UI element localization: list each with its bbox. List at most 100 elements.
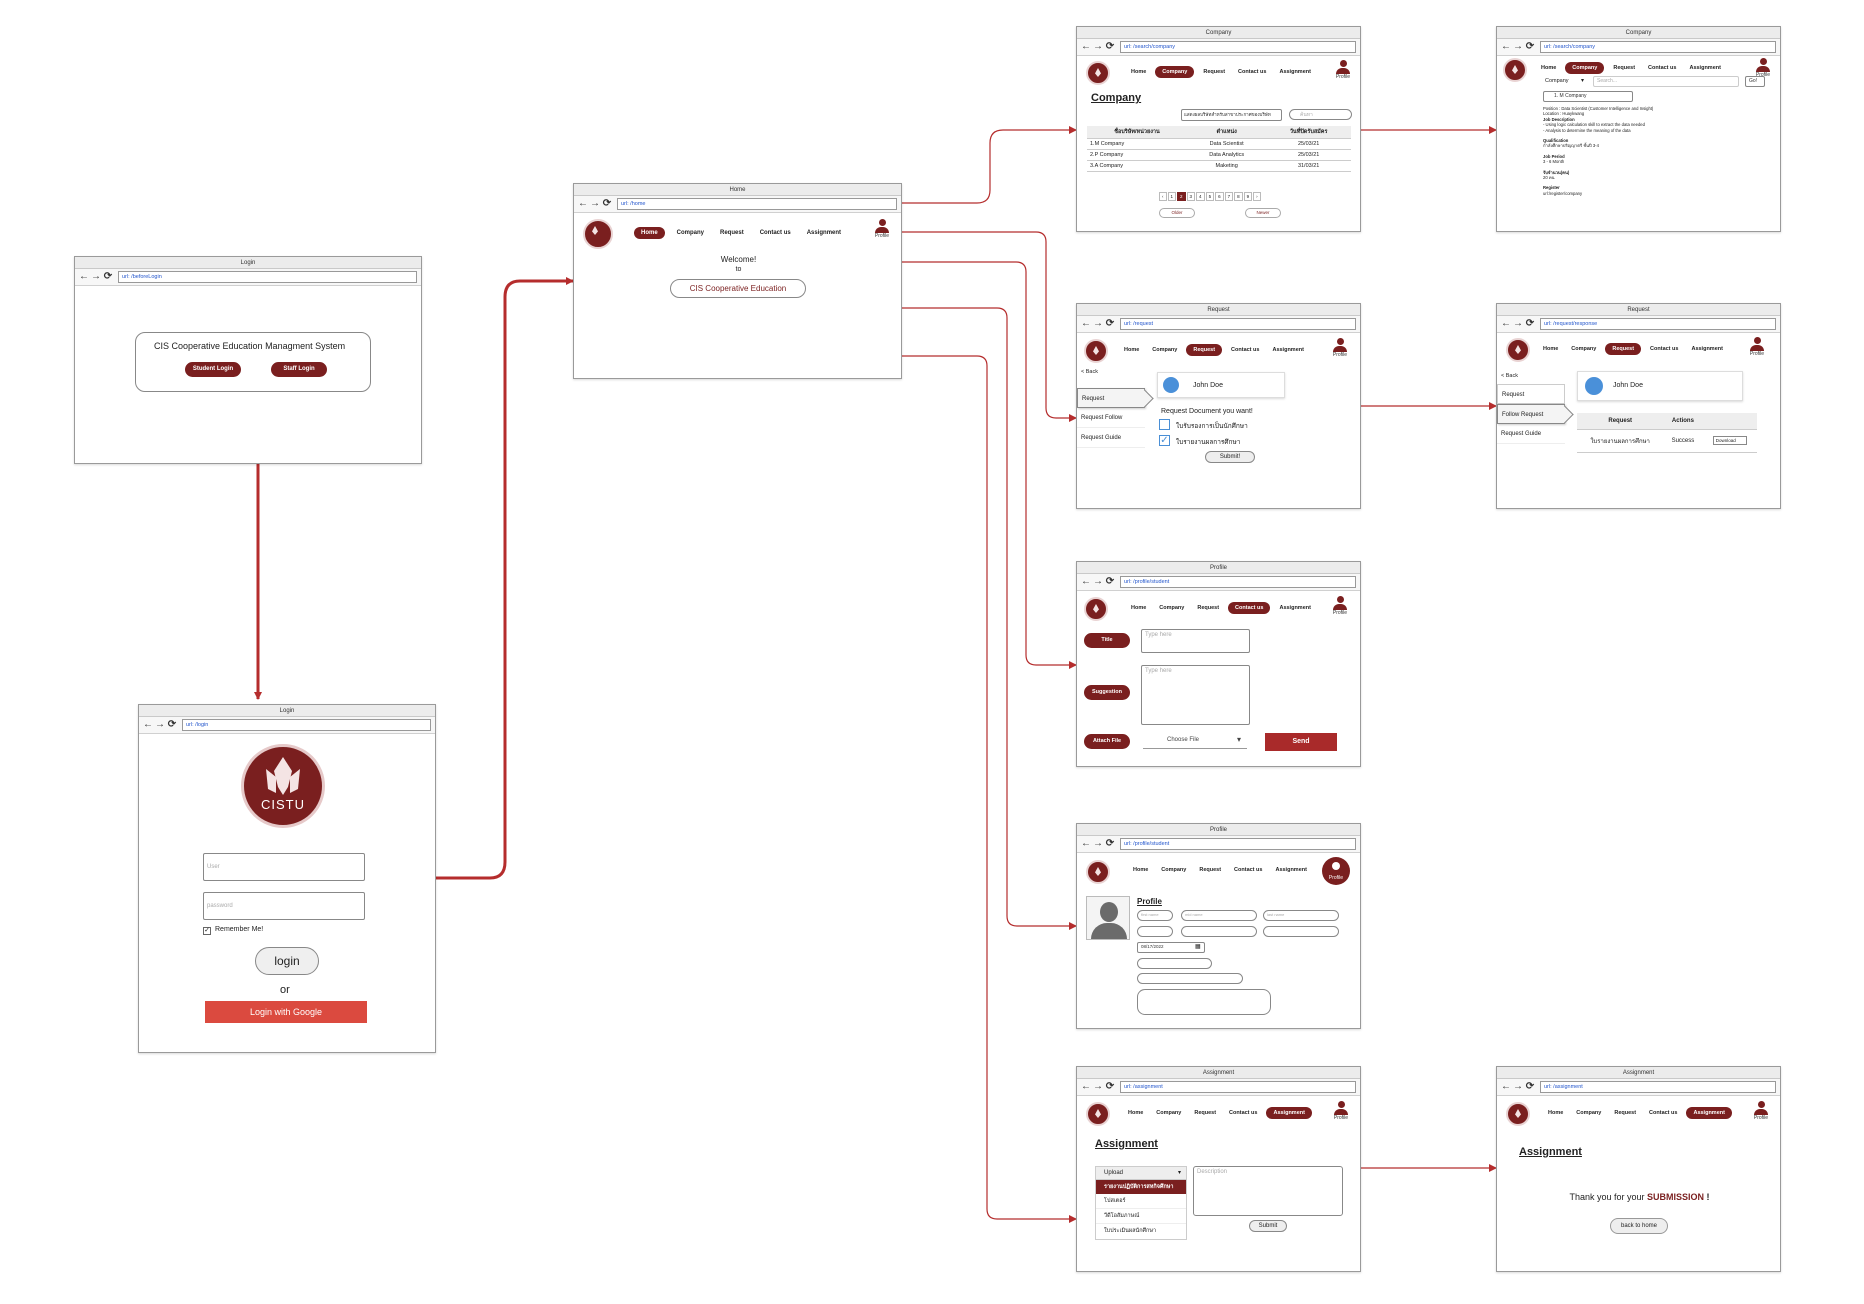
nav-home[interactable]: Home xyxy=(1543,346,1559,352)
reload-icon[interactable]: ⟳ xyxy=(1105,318,1115,329)
field-row-4[interactable] xyxy=(1137,958,1212,969)
upload-dropdown[interactable]: Upload ▾ xyxy=(1095,1166,1187,1180)
reload-icon[interactable]: ⟳ xyxy=(1105,838,1115,849)
send-button[interactable]: Send xyxy=(1265,733,1337,751)
nav-assignment[interactable]: Assignment xyxy=(1279,605,1311,611)
page-next[interactable]: › xyxy=(1253,192,1261,201)
nav-home[interactable]: Home xyxy=(634,227,665,239)
date-input[interactable]: 08/17/2022 xyxy=(1137,942,1205,953)
suggestion-button[interactable]: Suggestion xyxy=(1084,685,1130,700)
nav-contact[interactable]: Contact us xyxy=(1649,1110,1678,1116)
nav-assignment[interactable]: Assignment xyxy=(1279,69,1311,75)
forward-arrow-icon[interactable]: → xyxy=(1093,318,1103,329)
field-row-2b[interactable] xyxy=(1181,926,1257,937)
sidebar-item-follow[interactable]: Follow Request xyxy=(1497,404,1565,424)
forward-arrow-icon[interactable]: → xyxy=(1513,318,1523,329)
selected-company[interactable]: 1. M Company xyxy=(1543,91,1633,102)
older-button[interactable]: Older xyxy=(1159,208,1195,218)
back-arrow-icon[interactable]: ← xyxy=(1501,318,1511,329)
company-filter-select[interactable]: Company xyxy=(1545,78,1569,84)
nav-request[interactable]: Request xyxy=(1613,65,1636,71)
staff-login-button[interactable]: Staff Login xyxy=(271,362,327,377)
back-arrow-icon[interactable]: ← xyxy=(143,719,153,730)
nav-request[interactable]: Request xyxy=(1605,343,1642,355)
back-arrow-icon[interactable]: ← xyxy=(1501,1081,1511,1092)
forward-arrow-icon[interactable]: → xyxy=(155,719,165,730)
password-input[interactable]: password xyxy=(203,892,365,920)
forward-arrow-icon[interactable]: → xyxy=(590,198,600,209)
site-logo[interactable] xyxy=(1086,1102,1110,1126)
nav-contact[interactable]: Contact us xyxy=(1648,65,1677,71)
company-search-input[interactable]: Search... xyxy=(1593,76,1739,87)
page-1[interactable]: 1 xyxy=(1167,192,1177,201)
nav-home[interactable]: Home xyxy=(1128,1110,1144,1116)
forward-arrow-icon[interactable]: → xyxy=(1513,41,1523,52)
reload-icon[interactable]: ⟳ xyxy=(1525,41,1535,52)
avatar[interactable] xyxy=(1086,896,1130,940)
newer-button[interactable]: Newer xyxy=(1245,208,1281,218)
company-search-input[interactable]: ค้นหา xyxy=(1289,109,1352,120)
address-bar[interactable]: url: /request/response xyxy=(1540,318,1776,330)
student-login-button[interactable]: Student Login xyxy=(185,362,241,377)
sidebar-item-guide[interactable]: Request Guide xyxy=(1497,424,1565,444)
nav-contact[interactable]: Contact us xyxy=(1238,69,1267,75)
address-bar[interactable]: url: /profile/student xyxy=(1120,838,1356,850)
back-arrow-icon[interactable]: ← xyxy=(1081,41,1091,52)
address-bar[interactable]: url: /search/company xyxy=(1120,41,1356,53)
site-logo[interactable] xyxy=(583,219,613,249)
nav-request[interactable]: Request xyxy=(1197,605,1220,611)
nav-assignment[interactable]: Assignment xyxy=(1266,1107,1312,1119)
nav-company[interactable]: Company xyxy=(1565,62,1605,74)
nav-home[interactable]: Home xyxy=(1548,1110,1564,1116)
suggestion-textarea[interactable]: Type here xyxy=(1141,665,1250,725)
site-logo[interactable] xyxy=(1503,58,1527,82)
nav-request[interactable]: Request xyxy=(1199,867,1222,873)
back-to-home-button[interactable]: back to home xyxy=(1610,1218,1668,1234)
cis-coop-button[interactable]: CIS Cooperative Education xyxy=(670,279,806,298)
address-bar[interactable]: url: /beforeLogin xyxy=(118,271,417,283)
download-select[interactable]: Download xyxy=(1712,436,1747,445)
reload-icon[interactable]: ⟳ xyxy=(1105,576,1115,587)
nav-company[interactable]: Company xyxy=(1576,1110,1602,1116)
page-8[interactable]: 8 xyxy=(1234,192,1243,201)
nav-request[interactable]: Request xyxy=(720,230,744,236)
address-bar[interactable]: url: /home xyxy=(617,198,897,210)
reload-icon[interactable]: ⟳ xyxy=(1105,1081,1115,1092)
nav-request[interactable]: Request xyxy=(1614,1110,1637,1116)
profile-menu[interactable]: Profile xyxy=(1330,60,1356,80)
profile-menu[interactable]: Profile xyxy=(869,219,895,239)
profile-menu[interactable]: Profile xyxy=(1327,338,1353,358)
forward-arrow-icon[interactable]: → xyxy=(1093,838,1103,849)
last-name-input[interactable]: last name xyxy=(1263,910,1339,921)
reload-icon[interactable]: ⟳ xyxy=(602,198,612,209)
site-logo[interactable] xyxy=(1086,860,1110,884)
nav-company[interactable]: Company xyxy=(1159,605,1185,611)
first-name-input[interactable]: first name xyxy=(1137,910,1173,921)
sidebar-item-guide[interactable]: Request Guide xyxy=(1077,428,1145,448)
address-bar[interactable]: url: /profile/student xyxy=(1120,576,1356,588)
nav-request[interactable]: Request xyxy=(1194,1110,1217,1116)
nav-home[interactable]: Home xyxy=(1541,65,1557,71)
field-row-6[interactable] xyxy=(1137,989,1271,1015)
reload-icon[interactable]: ⟳ xyxy=(1525,1081,1535,1092)
forward-arrow-icon[interactable]: → xyxy=(91,271,101,282)
page-3[interactable]: 3 xyxy=(1186,192,1196,201)
remember-checkbox[interactable]: ✓ xyxy=(203,927,211,935)
back-arrow-icon[interactable]: ← xyxy=(1081,318,1091,329)
site-logo[interactable] xyxy=(1084,339,1108,363)
nav-company[interactable]: Company xyxy=(1155,66,1195,78)
page-5[interactable]: 5 xyxy=(1205,192,1215,201)
nav-company[interactable]: Company xyxy=(1571,346,1597,352)
nav-contact[interactable]: Contact us xyxy=(1650,346,1679,352)
nav-assignment[interactable]: Assignment xyxy=(1272,347,1304,353)
page-2[interactable]: 2 xyxy=(1177,192,1186,201)
login-button[interactable]: login xyxy=(255,947,319,975)
back-arrow-icon[interactable]: ← xyxy=(578,198,588,209)
site-logo[interactable] xyxy=(1086,61,1110,85)
nav-contact[interactable]: Contact us xyxy=(1228,602,1271,614)
user-input[interactable]: User xyxy=(203,853,365,881)
site-logo[interactable] xyxy=(1506,338,1530,362)
